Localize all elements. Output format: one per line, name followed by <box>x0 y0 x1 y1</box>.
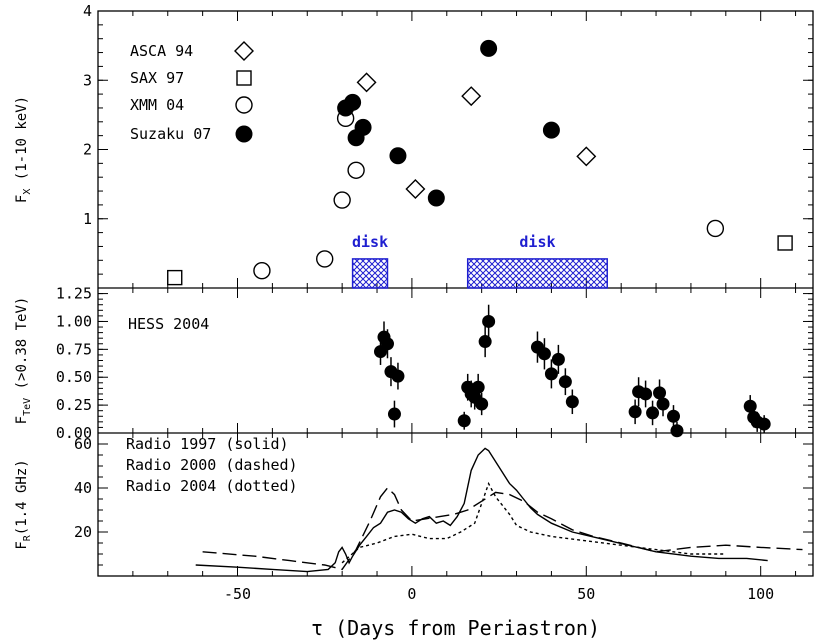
hess-data-point <box>653 386 667 400</box>
legend-marker-filled-circle <box>235 125 253 143</box>
y-label-rest: (>0.38 TeV) <box>14 297 30 398</box>
hess-data-point <box>670 424 684 438</box>
disk-label: disk <box>519 233 555 251</box>
hess-data-point <box>558 375 572 389</box>
y-tick-label: 1 <box>83 210 92 228</box>
hess-data-point <box>757 417 771 431</box>
data-point-filled-circle <box>480 39 498 57</box>
y-tick-label: 20 <box>74 523 92 541</box>
radio-legend-label: Radio 2004 (dotted) <box>126 477 298 495</box>
data-point-filled-circle <box>542 121 560 139</box>
hess-data-point <box>551 352 565 366</box>
y-tick-label: 40 <box>74 479 92 497</box>
x-tick-label: 0 <box>407 585 416 603</box>
radio-line-dashed <box>202 486 803 571</box>
x-axis-label: τ (Days from Periastron) <box>311 616 600 640</box>
y-tick-label: 0.25 <box>56 396 92 414</box>
disk-interval-bar <box>351 258 389 289</box>
y-tick-label: 4 <box>83 2 92 20</box>
radio-line-solid <box>195 447 768 573</box>
hess-data-point <box>743 399 757 413</box>
y-label-rest: (1.4 GHz) <box>14 459 30 535</box>
hess-data-point <box>475 397 489 411</box>
data-point-diamond <box>461 86 482 107</box>
y-axis-label: FTeV (>0.38 TeV) <box>14 297 33 425</box>
data-point-circle <box>316 250 334 268</box>
legend-label: SAX 97 <box>130 69 184 87</box>
x-tick-label: 100 <box>747 585 774 603</box>
data-point-circle <box>253 261 271 280</box>
x-tick-label: -50 <box>224 585 251 603</box>
y-label-rest: (1-10 keV) <box>14 96 30 189</box>
y-axis-label: FR(1.4 GHz) <box>14 459 33 549</box>
y-tick-label: 0.75 <box>56 340 92 358</box>
hess-data-point <box>666 409 680 423</box>
hess-data-point <box>391 369 405 383</box>
y-tick-label: 60 <box>74 435 92 453</box>
hess-data-point <box>482 314 496 328</box>
radio-line-dotted <box>341 481 726 564</box>
legend-marker-diamond <box>234 41 254 61</box>
y-label-main: F <box>14 416 30 424</box>
hess-data-point <box>639 387 653 401</box>
legend-label: Suzaku 07 <box>130 125 211 143</box>
hess-data-point <box>380 337 394 351</box>
y-label-main: F <box>14 541 30 549</box>
hess-data-point <box>457 414 471 428</box>
y-tick-label: 2 <box>83 141 92 159</box>
data-point-circle <box>333 191 351 209</box>
y-tick-label: 3 <box>83 71 92 89</box>
y-tick-label: 1.00 <box>56 312 92 330</box>
legend-marker-circle <box>235 96 253 114</box>
data-point-circle <box>347 161 365 179</box>
data-point-square <box>167 269 183 286</box>
hess-data-point <box>387 407 401 421</box>
data-point-diamond <box>405 178 426 199</box>
hess-data-point <box>646 406 660 420</box>
hess-data-point <box>471 380 485 394</box>
hess-data-point <box>656 397 670 411</box>
hess-data-point <box>565 395 579 409</box>
hess-data-point <box>628 405 642 419</box>
y-label-sub: TeV <box>22 398 33 416</box>
y-label-sub: R <box>22 534 33 541</box>
legend-label: XMM 04 <box>130 96 184 114</box>
data-point-diamond <box>576 146 597 167</box>
y-label-sub: X <box>22 189 33 195</box>
data-point-filled-circle <box>427 189 445 207</box>
radio-legend-label: Radio 1997 (solid) <box>126 435 289 453</box>
data-point-filled-circle <box>344 93 362 111</box>
y-label-main: F <box>14 195 30 203</box>
disk-label: disk <box>352 233 388 251</box>
hess-data-point <box>478 335 492 349</box>
data-point-diamond <box>356 72 377 93</box>
legend-marker-square <box>236 70 252 86</box>
x-tick-label: 50 <box>577 585 595 603</box>
data-point-square <box>777 235 793 251</box>
y-tick-label: 0.00 <box>56 424 92 442</box>
radio-legend-label: Radio 2000 (dashed) <box>126 456 298 474</box>
data-point-filled-circle <box>389 147 407 165</box>
y-tick-label: 0.50 <box>56 368 92 386</box>
legend-label: ASCA 94 <box>130 42 193 60</box>
data-point-filled-circle <box>354 118 372 136</box>
panel-annotation: HESS 2004 <box>128 315 209 333</box>
y-tick-label: 1.25 <box>56 285 92 303</box>
data-point-circle <box>706 219 725 238</box>
hess-data-point <box>544 367 558 381</box>
hess-data-point <box>537 347 551 361</box>
disk-interval-bar <box>466 258 608 289</box>
y-axis-label: FX (1-10 keV) <box>14 96 33 203</box>
